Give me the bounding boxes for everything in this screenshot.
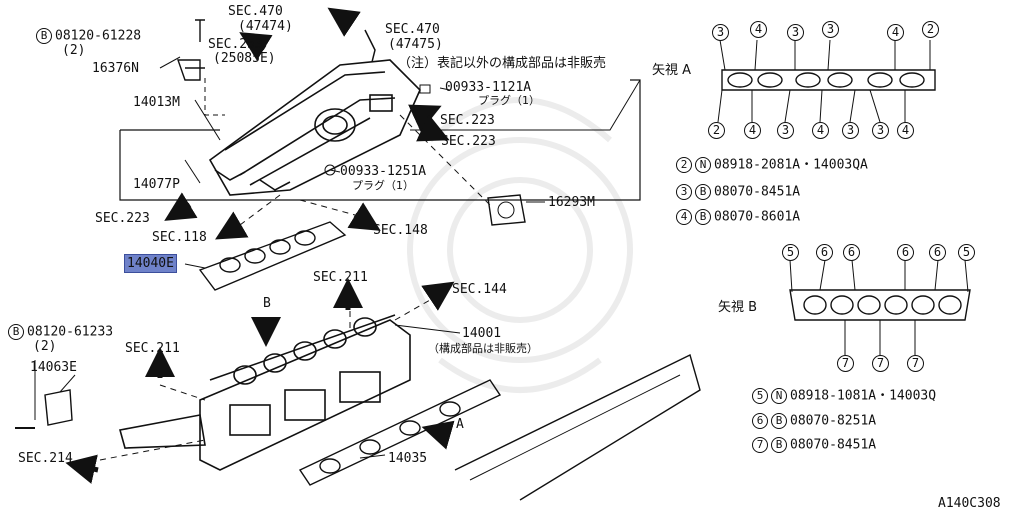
part-14001-label[interactable]: 14001 bbox=[462, 326, 502, 341]
part-14063e-label[interactable]: 14063E bbox=[30, 360, 77, 375]
view-b-callout-top: 5 bbox=[958, 244, 975, 261]
view-b-callout-top: 5 bbox=[782, 244, 799, 261]
view-b-callout-bottom: 7 bbox=[837, 355, 854, 372]
view-b-callout-top: 6 bbox=[843, 244, 860, 261]
sec211-a-label[interactable]: SEC.211 bbox=[313, 270, 368, 285]
view-b-arrow-label: B bbox=[263, 296, 271, 311]
part-14077p-label[interactable]: 14077P bbox=[133, 177, 180, 192]
view-a-callout-top: 3 bbox=[822, 21, 839, 38]
watermark-emblem bbox=[407, 97, 633, 393]
part-00933-1251a-label[interactable]: 00933-1251A bbox=[340, 164, 427, 179]
part-14040e-label[interactable]: 14040E bbox=[124, 254, 177, 273]
sec470-a-label[interactable]: SEC.470 bbox=[228, 4, 283, 19]
sec253-sub: (25085E) bbox=[213, 51, 276, 66]
view-a-callout-bottom: 4 bbox=[812, 122, 829, 139]
sec223-b-label[interactable]: SEC.223 bbox=[441, 134, 496, 149]
view-a-title: 矢視 A bbox=[652, 63, 692, 78]
sec144-label[interactable]: SEC.144 bbox=[452, 282, 507, 297]
view-a-callout-bottom: 3 bbox=[872, 122, 889, 139]
b-symbol-icon: B bbox=[36, 28, 52, 44]
part-14013m-label[interactable]: 14013M bbox=[133, 95, 180, 110]
view-a-callout-top: 4 bbox=[750, 21, 767, 38]
view-b-callout-top: 6 bbox=[929, 244, 946, 261]
part-16293m-label[interactable]: 16293M bbox=[548, 195, 595, 210]
view-a-callout-top: 3 bbox=[787, 24, 804, 41]
view-a-callout-bottom: 4 bbox=[897, 122, 914, 139]
sec470-a-sub: (47474) bbox=[238, 19, 293, 34]
sec253-label[interactable]: SEC.253 bbox=[208, 37, 263, 52]
diagram-code: A140C308 bbox=[938, 496, 1001, 511]
view-b-callout-bottom: 7 bbox=[907, 355, 924, 372]
part-14035-label[interactable]: 14035 bbox=[388, 451, 428, 466]
qty-label-a: (2) bbox=[62, 43, 86, 58]
gasket-14040e bbox=[198, 221, 347, 291]
sec118-label[interactable]: SEC.118 bbox=[152, 230, 207, 245]
view-b-callout-top: 6 bbox=[897, 244, 914, 261]
plug-label-b: プラグ（1） bbox=[352, 179, 414, 192]
sec211-b-label[interactable]: SEC.211 bbox=[125, 341, 180, 356]
view-b-title: 矢視 B bbox=[718, 300, 758, 315]
sec223-c-label[interactable]: SEC.223 bbox=[95, 211, 150, 226]
b-symbol-icon: B bbox=[8, 324, 24, 340]
highlighted-part-number[interactable]: 14040E bbox=[124, 254, 177, 273]
view-a-callout-top: 3 bbox=[712, 24, 729, 41]
sec148-label[interactable]: SEC.148 bbox=[373, 223, 428, 238]
part-16376n-label[interactable]: 16376N bbox=[92, 61, 139, 76]
gasket-14035 bbox=[298, 379, 502, 486]
sec214-label[interactable]: SEC.214 bbox=[18, 451, 73, 466]
sec223-a-label[interactable]: SEC.223 bbox=[440, 113, 495, 128]
view-a-callout-bottom: 3 bbox=[842, 122, 859, 139]
lower-manifold bbox=[118, 314, 411, 471]
view-b-callout-top: 6 bbox=[816, 244, 833, 261]
view-b-callout-bottom: 7 bbox=[872, 355, 889, 372]
note-text: （注）表記以外の構成部品は非販売 bbox=[398, 56, 607, 71]
sec470-b-sub: (47475) bbox=[388, 37, 443, 52]
sec470-b-label[interactable]: SEC.470 bbox=[385, 22, 440, 37]
qty-label-b: (2) bbox=[33, 339, 57, 354]
view-a-callout-top: 2 bbox=[922, 21, 939, 38]
plug-label-a: プラグ（1） bbox=[478, 94, 540, 107]
view-a-callout-bottom: 3 bbox=[777, 122, 794, 139]
view-a-gasket bbox=[721, 69, 936, 91]
view-a-callout-bottom: 4 bbox=[744, 122, 761, 139]
view-a-callout-top: 4 bbox=[887, 24, 904, 41]
part-14001-note: （構成部品は非販売） bbox=[428, 342, 538, 355]
view-a-arrow-label: A bbox=[456, 417, 464, 432]
view-b-gasket bbox=[789, 289, 971, 321]
part-00933-1121a-label[interactable]: 00933-1121A bbox=[445, 80, 532, 95]
view-a-callout-bottom: 2 bbox=[708, 122, 725, 139]
